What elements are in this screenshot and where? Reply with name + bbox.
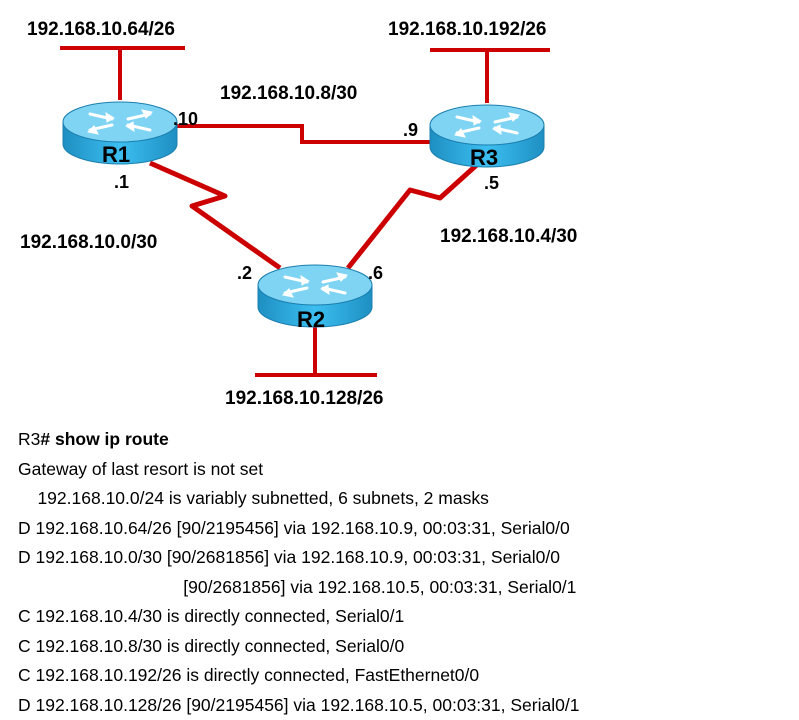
cli-prompt: R3 — [18, 429, 40, 449]
cli-output-line: D 192.168.10.64/26 [90/2195456] via 192.… — [18, 514, 793, 544]
if-r2-to-r3: .6 — [368, 263, 383, 283]
cli-output-line: C 192.168.10.8/30 is directly connected,… — [18, 632, 793, 662]
link-r1-r2-label: 192.168.10.0/30 — [20, 232, 157, 253]
cli-output-line: Gateway of last resort is not set — [18, 455, 793, 485]
cli-output-line: C 192.168.10.4/30 is directly connected,… — [18, 602, 793, 632]
if-r2-to-r1: .2 — [237, 263, 252, 283]
lan-r1-label: 192.168.10.64/26 — [27, 19, 175, 40]
cli-command-line: R3# show ip route — [18, 425, 793, 455]
cli-output-line: 192.168.10.0/24 is variably subnetted, 6… — [18, 484, 793, 514]
cli-output-line: [90/2681856] via 192.168.10.5, 00:03:31,… — [18, 573, 793, 603]
link-r1-r3-label: 192.168.10.8/30 — [220, 83, 357, 104]
router-r3-name: R3 — [470, 145, 498, 170]
if-r3-to-r1: .9 — [403, 120, 418, 140]
link-r1-r3 — [172, 126, 430, 142]
link-r1-r2 — [150, 163, 280, 268]
link-r2-r3-label: 192.168.10.4/30 — [440, 226, 577, 247]
lan-r3-label: 192.168.10.192/26 — [388, 19, 547, 40]
cli-command: # show ip route — [40, 429, 168, 449]
router-r2-name: R2 — [297, 307, 325, 332]
link-r2-r3 — [348, 162, 480, 268]
lan-r2-label: 192.168.10.128/26 — [225, 388, 384, 409]
r3-lan-segment — [430, 50, 550, 103]
router-r1-name: R1 — [102, 142, 130, 167]
if-r1-to-r3: .10 — [173, 109, 198, 129]
network-diagram: R1 R3 R2 192.168.10.64/26 192.168.10.192… — [0, 0, 799, 420]
cli-output-line: D 192.168.10.128/26 [90/2195456] via 192… — [18, 691, 793, 720]
cli-output-line: C 192.168.10.192/26 is directly connecte… — [18, 661, 793, 691]
if-r3-to-r2: .5 — [484, 173, 499, 193]
r1-lan-segment — [60, 48, 185, 100]
if-r1-to-r2: .1 — [114, 172, 129, 192]
routing-table-output: R3# show ip route Gateway of last resort… — [18, 425, 793, 720]
cli-output-line: D 192.168.10.0/30 [90/2681856] via 192.1… — [18, 543, 793, 573]
